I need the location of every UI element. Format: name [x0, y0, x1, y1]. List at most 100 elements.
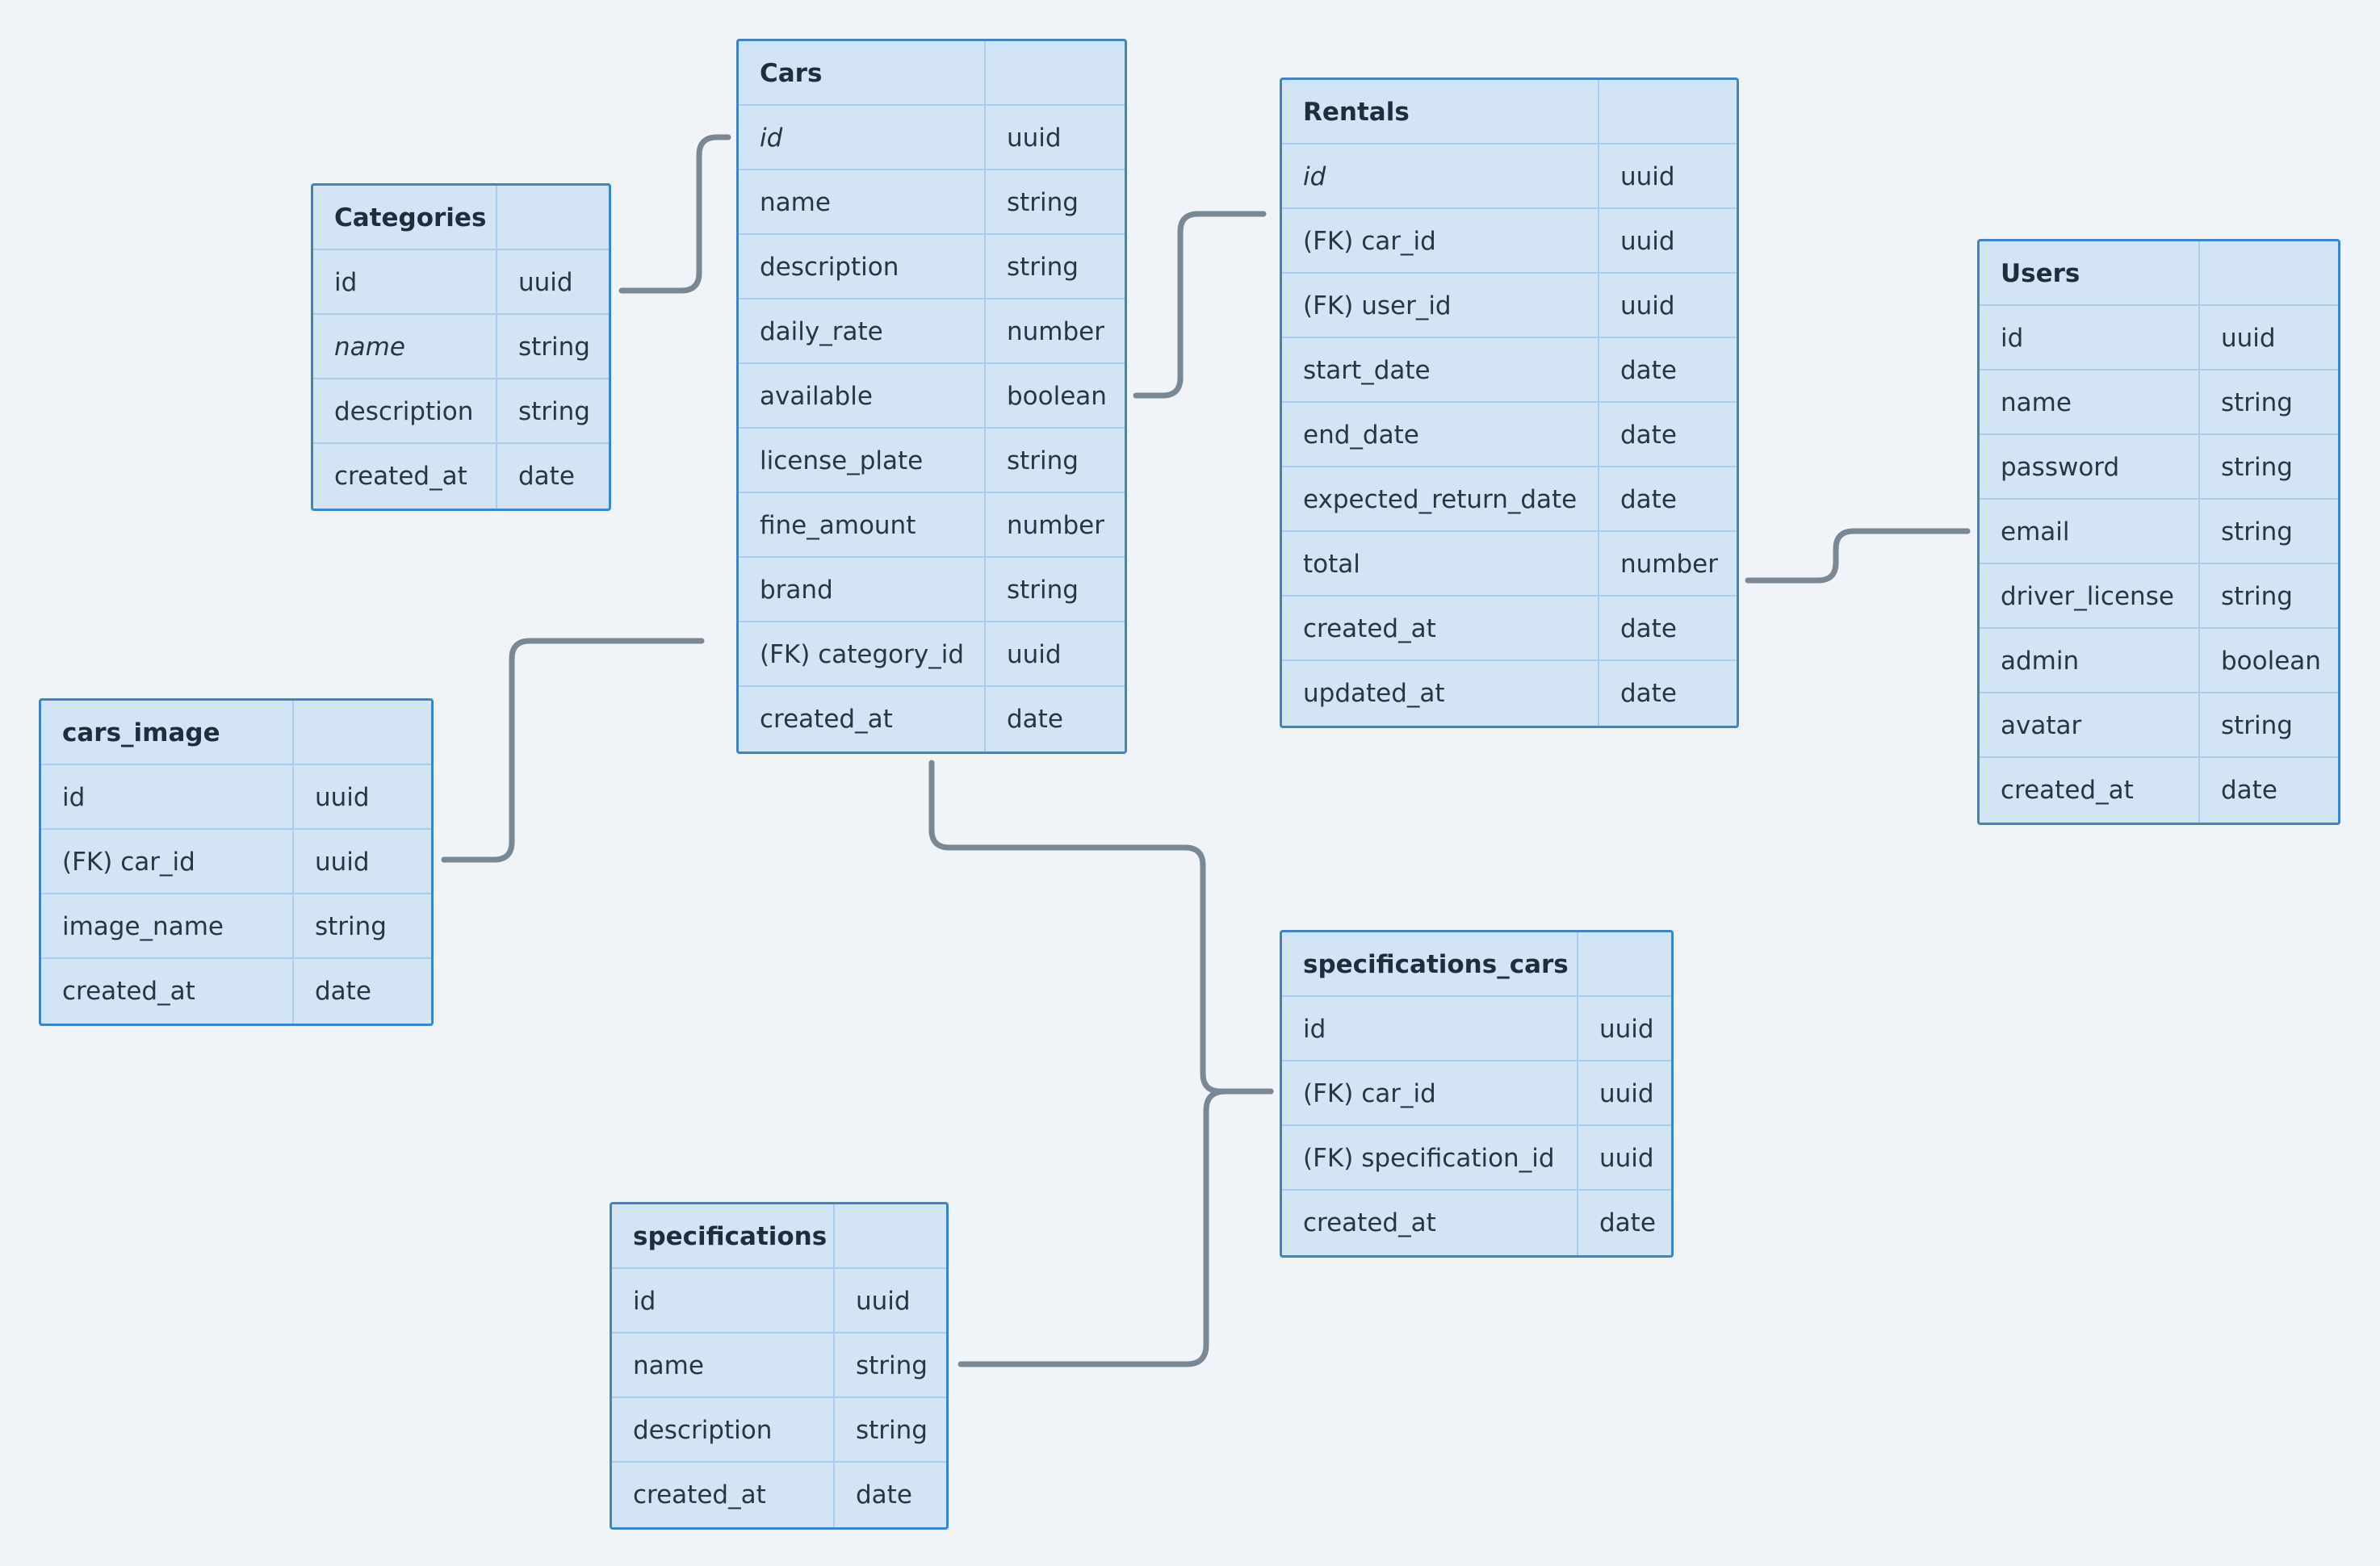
field-type: string	[986, 170, 1125, 235]
field-name: image_name	[41, 894, 294, 959]
field-name: description	[739, 235, 986, 299]
field-name: fine_amount	[739, 493, 986, 558]
field-type: date	[1599, 467, 1737, 532]
relationship-cars-specifications-cars	[928, 760, 1274, 1095]
field-name: id	[41, 765, 294, 830]
field-name: (FK) specification_id	[1282, 1126, 1578, 1191]
field-type: string	[497, 315, 609, 379]
field-type: string	[986, 429, 1125, 493]
field-type: uuid	[294, 830, 431, 894]
relationship-cars-rentals	[1133, 211, 1267, 399]
field-type: date	[315, 977, 371, 1006]
field-type: uuid	[1578, 1061, 1671, 1126]
field-type: number	[986, 299, 1125, 364]
field-name: available	[739, 364, 986, 429]
field-name: id	[1282, 144, 1599, 209]
field-name: id	[1282, 997, 1578, 1061]
entity-title-spacer	[986, 41, 1125, 106]
field-name: (FK) car_id	[1282, 209, 1599, 274]
field-name: description	[313, 379, 497, 444]
field-name: description	[612, 1398, 835, 1463]
field-name: license_plate	[739, 429, 986, 493]
entity-title: specifications	[612, 1204, 835, 1269]
field-name: password	[1980, 435, 2200, 500]
entity-title: Rentals	[1282, 80, 1599, 144]
field-type: uuid	[1599, 274, 1737, 338]
field-name: created_at	[313, 444, 497, 509]
field-type: uuid	[294, 765, 431, 830]
entity-title-spacer	[294, 701, 431, 765]
field-type: date	[1599, 403, 1737, 467]
field-name: end_date	[1282, 403, 1599, 467]
field-name: daily_rate	[739, 299, 986, 364]
field-name: created_at	[1282, 1191, 1578, 1255]
entity-title-spacer	[1578, 932, 1671, 997]
field-name: (FK) category_id	[739, 622, 986, 687]
field-type: string	[2200, 435, 2338, 500]
field-type: string	[2200, 500, 2338, 564]
field-type: string	[2200, 693, 2338, 758]
field-name: created_at	[1282, 597, 1599, 661]
field-type: string	[2200, 371, 2338, 435]
field-type: string	[986, 558, 1125, 622]
field-type: uuid	[1599, 209, 1737, 274]
field-type: boolean	[986, 364, 1125, 429]
field-type: date	[518, 462, 575, 491]
field-name: (FK) car_id	[1282, 1061, 1578, 1126]
entity-title-spacer	[497, 186, 609, 250]
field-type: date	[2221, 776, 2277, 805]
field-name: name	[739, 170, 986, 235]
field-type: date	[1599, 597, 1737, 661]
field-type: date	[1007, 705, 1063, 734]
field-type: string	[2200, 564, 2338, 629]
field-name: (FK) user_id	[1282, 274, 1599, 338]
field-name: created_at	[41, 959, 294, 1024]
relationship-specifications-specifications-cars	[957, 1088, 1274, 1367]
field-type: date	[856, 1480, 912, 1509]
entity-title-spacer	[1599, 80, 1737, 144]
field-name: created_at	[739, 687, 986, 752]
entity-title: Categories	[313, 186, 497, 250]
field-type: boolean	[2200, 629, 2338, 693]
field-name: (FK) car_id	[41, 830, 294, 894]
entity-title-spacer	[835, 1204, 946, 1269]
field-name: expected_return_date	[1282, 467, 1599, 532]
relationship-cars-image-cars	[441, 638, 705, 863]
field-type: uuid	[1599, 144, 1737, 209]
field-name: avatar	[1980, 693, 2200, 758]
field-name: created_at	[612, 1463, 835, 1527]
field-name: id	[739, 106, 986, 170]
field-name: name	[612, 1334, 835, 1398]
field-name: admin	[1980, 629, 2200, 693]
field-name: start_date	[1282, 338, 1599, 403]
field-name: created_at	[1980, 758, 2200, 823]
field-type: string	[835, 1334, 946, 1398]
field-name: updated_at	[1282, 661, 1599, 726]
field-name: id	[612, 1269, 835, 1334]
relationship-rentals-users	[1745, 528, 1971, 584]
field-type: uuid	[1578, 1126, 1671, 1191]
field-type: number	[986, 493, 1125, 558]
field-type: date	[1620, 679, 1677, 708]
field-type: date	[1599, 338, 1737, 403]
field-name: id	[313, 250, 497, 315]
field-type: number	[1599, 532, 1737, 597]
field-name: brand	[739, 558, 986, 622]
field-type: uuid	[497, 250, 609, 315]
field-type: uuid	[986, 622, 1125, 687]
entity-title: specifications_cars	[1282, 932, 1578, 997]
field-name: driver_license	[1980, 564, 2200, 629]
field-type: string	[835, 1398, 946, 1463]
entity-title: Cars	[739, 41, 986, 106]
field-type: date	[1599, 1208, 1656, 1237]
field-type: uuid	[1578, 997, 1671, 1061]
